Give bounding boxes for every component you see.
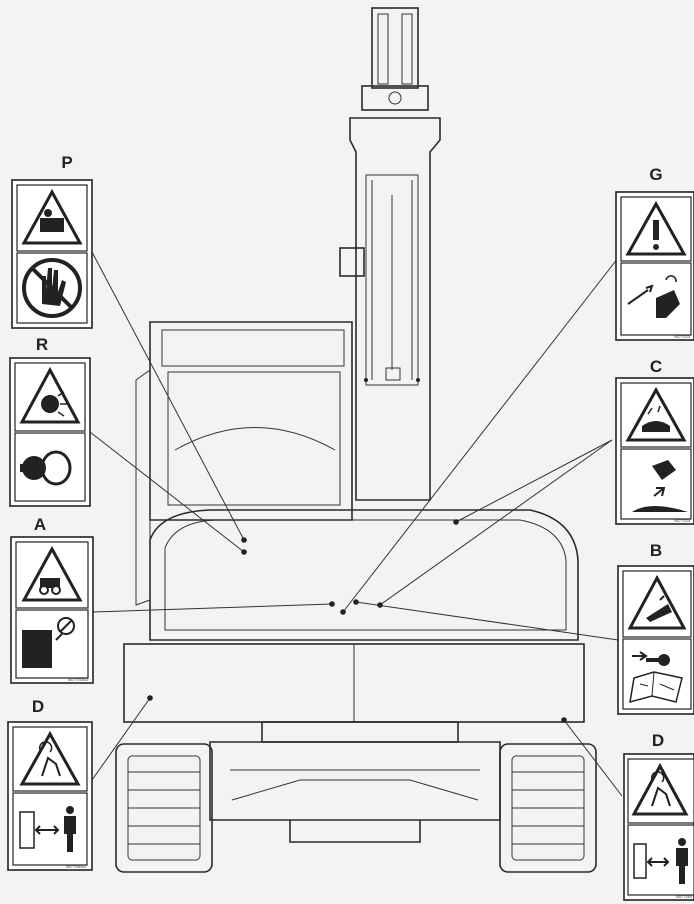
- svg-text:6577223: 6577223: [674, 334, 690, 339]
- keep-distance-icon: [633, 838, 688, 884]
- decal-label: P: [61, 153, 72, 172]
- callout-dots: [147, 519, 567, 723]
- excavator-arm: [339, 117, 441, 501]
- hot-fluid-hazard-icon: [625, 386, 687, 442]
- left-track: [115, 743, 213, 873]
- leader-line-r: [89, 431, 245, 553]
- callout-dot-g: [340, 609, 346, 615]
- leader-line-p: [91, 251, 245, 541]
- svg-text:6577253x2: 6577253x2: [68, 677, 89, 682]
- no-hand-icon: [22, 258, 82, 318]
- callout-dot-b: [353, 599, 359, 605]
- keep-distance-icon: [19, 806, 76, 852]
- callout-dot-c: [377, 602, 383, 608]
- boom-top-bracket: [361, 7, 429, 111]
- svg-text:6577224: 6577224: [674, 518, 690, 523]
- leader-line-a: [92, 603, 333, 613]
- hot-surface-icon: [22, 617, 75, 668]
- decal-g: G 6577223: [615, 165, 694, 341]
- decal-c: C 6577224: [615, 357, 694, 525]
- callout-dot-p: [241, 537, 247, 543]
- machine-hazard-icon: [21, 545, 83, 602]
- leader-lines: [89, 251, 623, 797]
- leader-line-g: [342, 257, 619, 613]
- excavator-drawing: [115, 7, 597, 873]
- svg-text:6577250: 6577250: [676, 894, 692, 899]
- svg-text:6577250x2: 6577250x2: [66, 864, 87, 869]
- svg-text:B: B: [650, 541, 662, 560]
- svg-text:D: D: [32, 697, 44, 716]
- key-manual-icon: [629, 651, 683, 704]
- callout-dot-d-left: [147, 695, 153, 701]
- rotating-fan-icon: [20, 450, 72, 486]
- callout-dot-d-right: [561, 717, 567, 723]
- crush-hazard-icon: [21, 188, 83, 245]
- leader-line-c-1: [379, 439, 613, 606]
- hand-pinch-icon: [627, 275, 680, 318]
- callout-dot-c-2: [453, 519, 459, 525]
- crush-body-icon: [19, 730, 81, 786]
- decal-d-right: D 6577250: [623, 731, 694, 901]
- leader-line-d-right: [563, 719, 623, 797]
- fan-hazard-icon: [19, 366, 81, 424]
- engine-hood: [149, 509, 579, 641]
- leader-line-d-left: [91, 697, 151, 781]
- crush-body-icon: [631, 762, 689, 816]
- decal-b: B: [617, 541, 694, 715]
- decal-a: A 6577253x2: [10, 515, 94, 684]
- svg-text:R: R: [36, 335, 48, 354]
- svg-text:D: D: [652, 731, 664, 750]
- decal-d-left: D 6577250x2: [7, 697, 93, 871]
- callout-dot-r: [241, 549, 247, 555]
- decal-r: R: [9, 335, 91, 507]
- svg-text:C: C: [650, 357, 662, 376]
- svg-text:G: G: [649, 165, 662, 184]
- electrocution-hazard-icon: [627, 574, 687, 630]
- warning-exclamation-icon: [625, 200, 687, 256]
- decal-p: P: [11, 153, 93, 329]
- spray-hand-icon: [632, 460, 688, 512]
- cab: [135, 321, 353, 606]
- right-track: [499, 743, 597, 873]
- leader-line-c-2: [455, 439, 613, 523]
- svg-text:A: A: [34, 515, 46, 534]
- callout-dot-a: [329, 601, 335, 607]
- leader-line-b: [355, 601, 619, 641]
- lower-frame: [123, 643, 585, 843]
